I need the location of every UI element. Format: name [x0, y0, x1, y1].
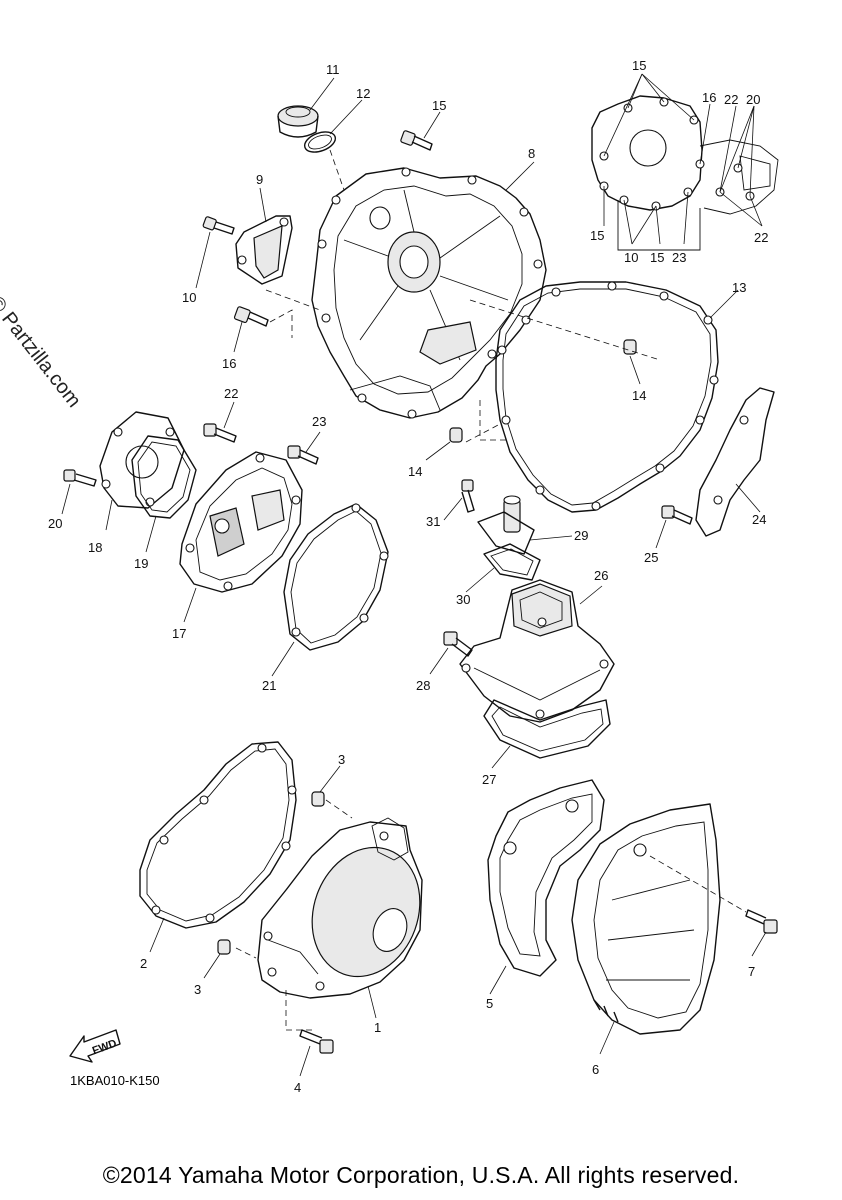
assembly-line-3	[465, 299, 661, 443]
callout-labels: 1 2 3 3 4 5 6 7 8 9 10 10 11 12 13 14 14…	[48, 58, 768, 1095]
callout-15c: 15	[590, 228, 604, 243]
callout-17: 17	[172, 626, 186, 641]
cover-plate-18	[99, 411, 185, 531]
pipe-29	[477, 495, 573, 555]
diagram-code: 1KBA010-K150	[70, 1073, 160, 1088]
callout-2: 2	[140, 956, 147, 971]
crankcase-inset	[591, 73, 779, 251]
bolt-20	[61, 469, 97, 515]
fwd-label: FWD	[91, 1037, 119, 1057]
callout-16a: 16	[702, 90, 716, 105]
callout-15a: 15	[432, 98, 446, 113]
bolt-15	[400, 111, 441, 151]
callout-14a: 14	[632, 388, 646, 403]
assembly-line-4	[235, 799, 353, 1031]
dowel-pin-3-upper	[311, 765, 341, 807]
bolt-7	[745, 909, 778, 957]
dowel-pin-upper	[623, 339, 641, 385]
callout-27: 27	[482, 772, 496, 787]
forward-arrow-icon: FWD	[69, 1029, 121, 1063]
dowel-pin-3-lower	[203, 939, 231, 979]
callout-31: 31	[426, 514, 440, 529]
callout-5: 5	[486, 996, 493, 1011]
callout-22b: 22	[724, 92, 738, 107]
plate-24	[695, 387, 775, 537]
callout-7: 7	[748, 964, 755, 979]
pump-cover-17	[179, 451, 303, 623]
bolt-22-left	[203, 401, 237, 443]
gasket-27	[483, 699, 611, 769]
callout-10a: 10	[182, 290, 196, 305]
o-ring	[303, 99, 363, 153]
callout-25: 25	[644, 550, 658, 565]
generator-cover	[257, 817, 423, 1019]
callout-22c: 22	[754, 230, 768, 245]
oil-filler-cap	[277, 77, 335, 138]
gasket-19	[131, 435, 197, 553]
gasket-21	[271, 503, 389, 677]
crankcase-cover	[311, 161, 547, 419]
callout-22a: 22	[224, 386, 238, 401]
callout-8: 8	[528, 146, 535, 161]
bolt-31	[443, 479, 475, 521]
callout-20a: 20	[48, 516, 62, 531]
callout-10b: 10	[624, 250, 638, 265]
bolt-25	[655, 505, 693, 549]
assembly-line	[329, 149, 345, 191]
callout-24: 24	[752, 512, 766, 527]
callout-9: 9	[256, 172, 263, 187]
bolt-28	[429, 631, 473, 675]
callout-29: 29	[574, 528, 588, 543]
callout-3a: 3	[338, 752, 345, 767]
callout-26: 26	[594, 568, 608, 583]
assembly-line-2	[265, 289, 321, 338]
crankcase-gasket	[495, 281, 739, 513]
callout-6: 6	[592, 1062, 599, 1077]
callout-20b: 20	[746, 92, 760, 107]
callout-15d: 15	[650, 250, 664, 265]
callout-4: 4	[294, 1080, 301, 1095]
callout-23b: 23	[672, 250, 686, 265]
callout-14b: 14	[408, 464, 422, 479]
generator-gasket	[139, 741, 297, 953]
callout-28: 28	[416, 678, 430, 693]
bolt-16	[233, 306, 269, 353]
sprocket-cover-6	[571, 803, 721, 1055]
dowel-pin-lower	[425, 427, 463, 461]
seal-30	[465, 543, 541, 593]
callout-30: 30	[456, 592, 470, 607]
assembly-line-5	[649, 855, 747, 913]
callout-13: 13	[732, 280, 746, 295]
callout-11: 11	[326, 62, 340, 77]
chain-cover-5	[487, 779, 605, 995]
callout-21: 21	[262, 678, 276, 693]
bolt-23-left	[287, 431, 321, 465]
cover-26	[459, 579, 615, 723]
callout-15b: 15	[632, 58, 646, 73]
bolt-4	[299, 1029, 334, 1077]
callout-23a: 23	[312, 414, 326, 429]
callout-16b: 16	[222, 356, 236, 371]
callout-3b: 3	[194, 982, 201, 997]
breather-cover	[235, 187, 293, 285]
callout-12: 12	[356, 86, 370, 101]
copyright-notice: ©2014 Yamaha Motor Corporation, U.S.A. A…	[102, 1162, 740, 1188]
callout-18: 18	[88, 540, 102, 555]
bolt-10	[195, 216, 235, 289]
callout-1: 1	[374, 1020, 381, 1035]
callout-19: 19	[134, 556, 148, 571]
